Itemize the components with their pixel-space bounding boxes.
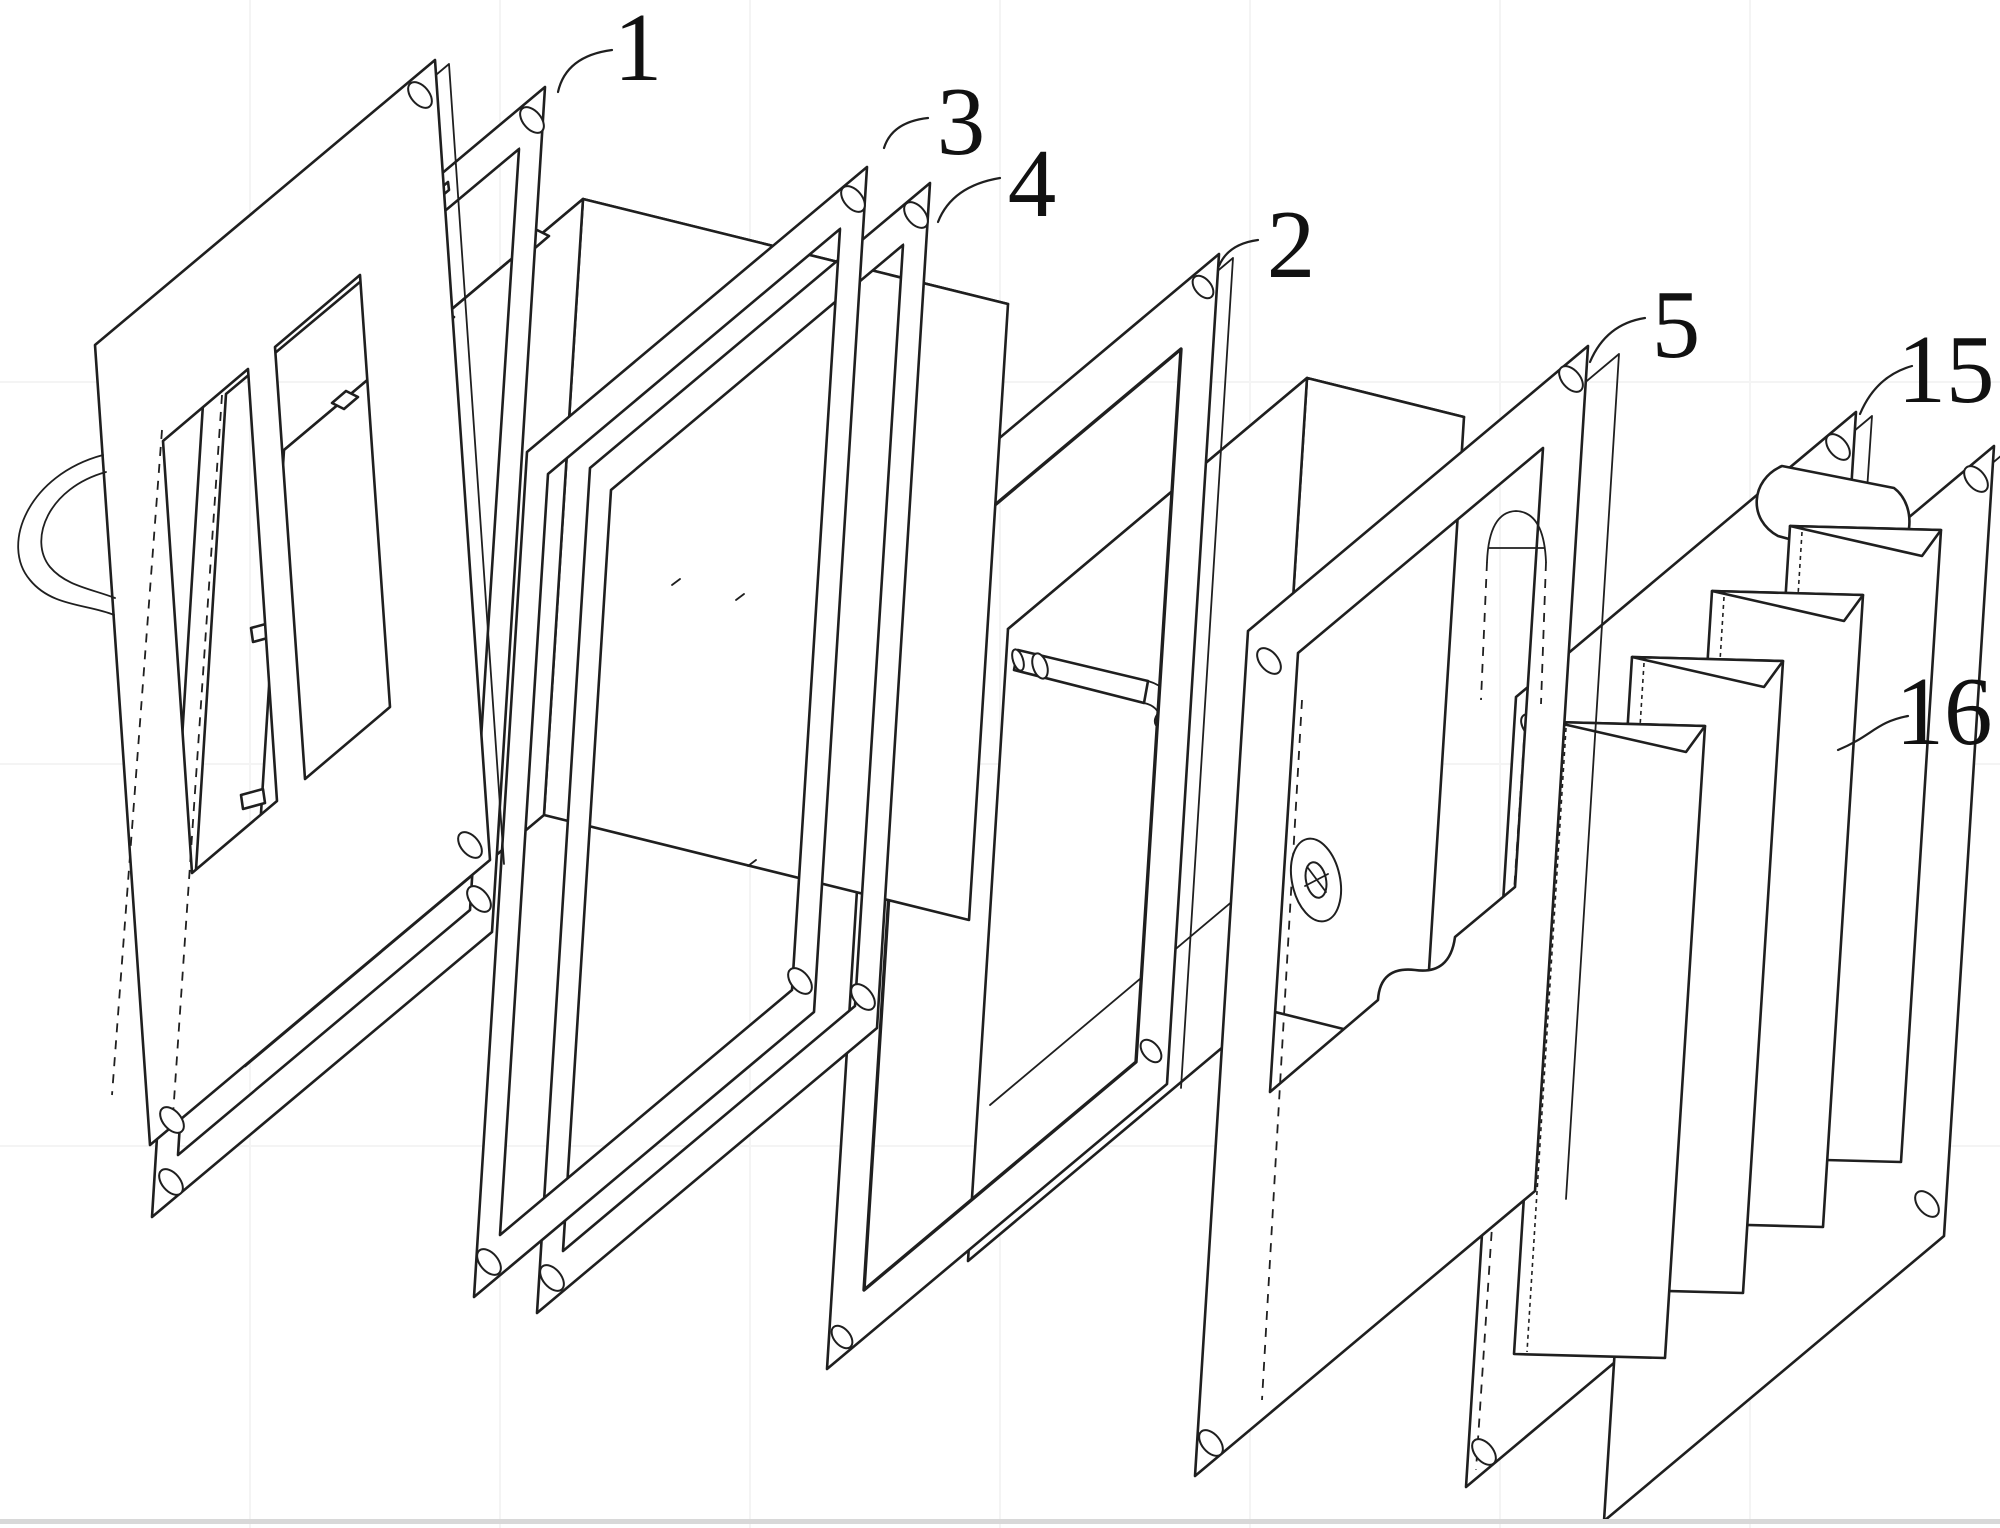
leader-line-15 [1858,364,1914,416]
nozzle-tip [1011,648,1025,672]
handle-outer-wire [17,454,115,616]
leader-line-5 [1588,316,1647,364]
handle-inner-wire [40,471,116,599]
handle-loop [17,454,116,616]
top-clip [330,389,360,411]
ref-numeral-2: 2 [1267,191,1316,298]
hanger-lug [1480,510,1547,705]
side-clip [239,787,267,811]
leader-line-16 [1836,714,1910,752]
bolt-hole [830,1324,854,1350]
bolt-hole [159,1106,185,1134]
bolt-hole [466,885,492,913]
part-end-plate [17,58,505,1147]
frame-5-hidden-edge [1261,699,1303,1401]
ref-numeral-16: 16 [1896,658,1993,765]
bolt-hole [158,1168,184,1196]
ref-numeral-3: 3 [937,68,986,175]
fin-top-chamfer [1630,655,1785,689]
leader-line-2 [1217,238,1260,268]
frame-4-window-hidden-edge [561,242,905,1254]
fin-edge-hatch [1526,727,1567,1353]
reference-numerals: 1 3 4 2 5 15 16 [614,0,1995,765]
bolt-hole [1963,465,1989,493]
ref-numeral-1: 1 [614,0,663,101]
boss-screw-cross [1304,867,1329,893]
bolt-hole [457,831,483,859]
frame-3-slot-ticks [671,578,757,867]
lug-arch [1486,510,1547,563]
bolt-hole [850,983,876,1011]
center-boss [1289,837,1343,923]
bolt-hole [1471,1438,1497,1466]
bolt-hole [407,81,433,109]
nozzle-collar [1031,652,1049,680]
gasket-window-edge [862,347,1183,1292]
frame-3-window-hidden-edge [498,226,842,1238]
frame-5-face [1193,344,1590,1478]
fin-top-chamfer [1552,720,1707,754]
bolt-hole [539,1264,565,1292]
end-plate-hidden-edges [111,394,223,1131]
leader-line-3 [882,116,930,150]
leader-line-1 [556,48,614,94]
ref-numeral-5: 5 [1652,271,1701,378]
part-fin-heatsink-16 [1512,444,2000,1523]
ref-numeral-4: 4 [1008,130,1057,237]
bolt-hole [903,201,929,229]
bolt-hole [840,185,866,213]
ref-numeral-15: 15 [1898,316,1995,423]
leader-line-4 [936,176,1002,224]
bolt-hole [519,106,545,134]
bolt-hole [787,967,813,995]
bolt-hole [1256,647,1282,675]
box1-side-face [542,197,1010,922]
bolt-hole [1198,1429,1224,1457]
lug-hidden-edges [1480,561,1547,705]
fin-top-chamfer [1710,589,1865,623]
fin-top-chamfer [1788,524,1943,558]
bolt-hole [1191,274,1215,300]
bolt-hole [1558,365,1584,393]
frame-1-window-hidden-edge [176,146,521,1158]
scan-edge-line [0,1519,2000,1524]
bolt-hole [1914,1190,1940,1218]
part-clamp-frame-5 [1193,344,1620,1478]
leader-lines [556,48,1914,752]
part-press-frame-3 [472,165,869,1299]
bolt-hole [1825,433,1851,461]
bolt-hole [476,1248,502,1276]
bolt-hole [1139,1038,1163,1064]
end-plate-face [93,58,492,1147]
